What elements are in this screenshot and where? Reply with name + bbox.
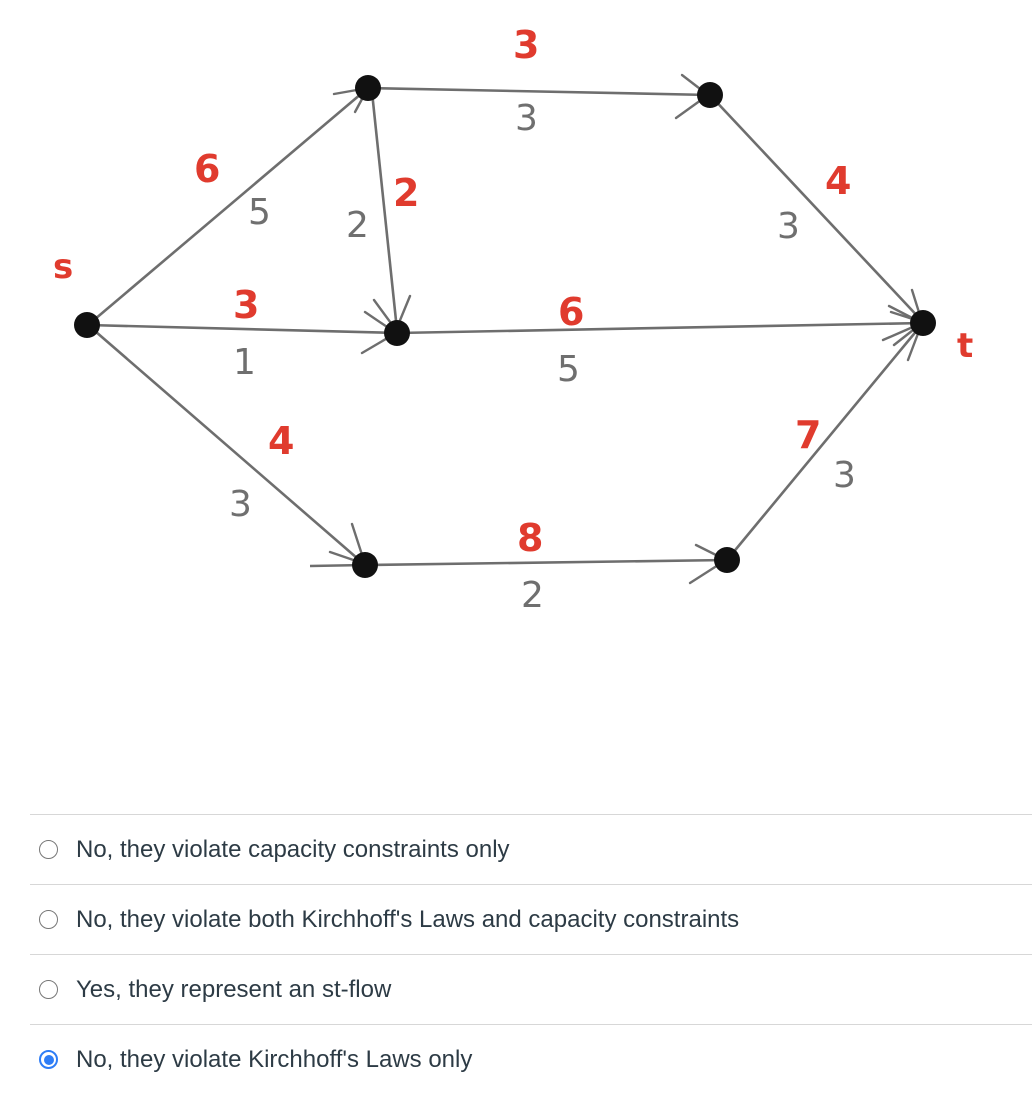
node-label-s: s bbox=[53, 247, 73, 287]
capacity-label-s-a: 6 bbox=[194, 147, 220, 191]
edge-b-t bbox=[709, 94, 924, 323]
node-a bbox=[355, 75, 381, 101]
node-b bbox=[697, 82, 723, 108]
edge-s-c bbox=[87, 323, 398, 335]
flow-label-e-t: 3 bbox=[833, 455, 856, 496]
node-c bbox=[384, 320, 410, 346]
answer-options: No, they violate capacity constraints on… bbox=[30, 814, 1032, 1094]
flow-label-b-t: 3 bbox=[777, 206, 800, 247]
flow-label-s-a: 5 bbox=[248, 192, 271, 233]
flow-labels: 5 3 2 1 3 5 3 2 3 bbox=[229, 98, 856, 616]
answer-option-1[interactable]: No, they violate capacity constraints on… bbox=[30, 814, 1032, 884]
flow-label-s-d: 3 bbox=[229, 484, 252, 525]
radio-button-option-4[interactable] bbox=[39, 1050, 58, 1069]
capacity-label-d-e: 8 bbox=[517, 516, 543, 560]
option-label-3: Yes, they represent an st-flow bbox=[76, 975, 392, 1003]
flow-network-diagram: s t 6 3 2 3 4 6 4 8 7 5 3 2 1 3 5 3 2 3 bbox=[53, 23, 973, 616]
radio-button-option-2[interactable] bbox=[39, 910, 58, 929]
option-label-4: No, they violate Kirchhoff's Laws only bbox=[76, 1045, 473, 1073]
answer-option-2[interactable]: No, they violate both Kirchhoff's Laws a… bbox=[30, 884, 1032, 954]
edge-e-t bbox=[725, 322, 925, 561]
radio-button-option-3[interactable] bbox=[39, 980, 58, 999]
node-label-t: t bbox=[957, 326, 973, 366]
edge-a-b bbox=[367, 86, 711, 97]
capacity-label-e-t: 7 bbox=[795, 413, 821, 457]
capacity-label-s-d: 4 bbox=[268, 419, 294, 463]
node-s bbox=[74, 312, 100, 338]
edge-d-e bbox=[364, 558, 728, 567]
edge-s-d bbox=[87, 324, 366, 566]
edge-c-t bbox=[396, 321, 924, 335]
flow-label-a-c: 2 bbox=[346, 205, 369, 246]
capacity-label-a-c: 2 bbox=[393, 171, 419, 215]
edge-a-c bbox=[370, 91, 399, 331]
flow-label-a-b: 3 bbox=[515, 98, 538, 139]
node-d bbox=[352, 552, 378, 578]
node-e bbox=[714, 547, 740, 573]
nodes bbox=[74, 75, 936, 578]
radio-button-option-1[interactable] bbox=[39, 840, 58, 859]
answer-option-3[interactable]: Yes, they represent an st-flow bbox=[30, 954, 1032, 1024]
option-label-1: No, they violate capacity constraints on… bbox=[76, 835, 510, 863]
edge-s-a bbox=[87, 87, 369, 326]
flow-label-s-c: 1 bbox=[233, 342, 256, 383]
answer-option-4[interactable]: No, they violate Kirchhoff's Laws only bbox=[30, 1024, 1032, 1094]
capacity-label-a-b: 3 bbox=[513, 23, 539, 67]
flow-label-c-t: 5 bbox=[557, 349, 580, 390]
node-t bbox=[910, 310, 936, 336]
option-label-2: No, they violate both Kirchhoff's Laws a… bbox=[76, 905, 740, 933]
flow-label-d-e: 2 bbox=[521, 575, 544, 616]
capacity-label-b-t: 4 bbox=[825, 159, 851, 203]
capacity-label-c-t: 6 bbox=[558, 290, 584, 334]
capacity-labels: 6 3 2 3 4 6 4 8 7 bbox=[194, 23, 851, 560]
edges bbox=[87, 86, 925, 568]
capacity-label-s-c: 3 bbox=[233, 283, 259, 327]
